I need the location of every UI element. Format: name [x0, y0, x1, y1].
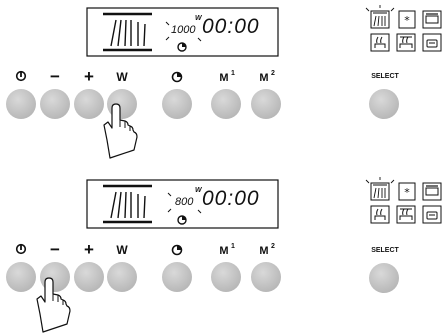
m1-label: M 1 — [219, 70, 235, 84]
svg-text:M: M — [259, 245, 268, 257]
plus-button[interactable] — [74, 89, 104, 119]
w-label: W — [116, 70, 128, 84]
select-label: SELECT — [371, 247, 399, 254]
defrost-icon[interactable]: * — [398, 182, 416, 201]
power-readout: 800 — [175, 196, 194, 208]
select-button[interactable] — [369, 89, 399, 119]
svg-text:M: M — [259, 72, 268, 84]
time-readout: 00:00 — [202, 15, 260, 38]
power-button[interactable] — [6, 89, 36, 119]
watt-unit: W — [195, 187, 203, 194]
svg-text:M: M — [219, 72, 228, 84]
clock-indicator-icon — [177, 42, 187, 52]
grill-icon[interactable] — [422, 10, 442, 29]
grill-icon[interactable] — [422, 182, 442, 201]
power-readout: 1000 — [171, 24, 196, 36]
lcd-display: 1000 W 00:00 — [86, 7, 279, 57]
plus-button[interactable] — [74, 262, 104, 292]
plus-label: + — [84, 240, 94, 259]
microwave-icon[interactable] — [365, 5, 395, 29]
power-icon — [15, 70, 27, 82]
m2-button[interactable] — [251, 262, 281, 292]
m1-button[interactable] — [211, 89, 241, 119]
svg-text:1: 1 — [231, 243, 235, 250]
power-icon — [15, 243, 27, 255]
svg-text:M: M — [219, 245, 228, 257]
blink-marks — [167, 192, 202, 214]
timer-button[interactable] — [162, 89, 192, 119]
clock-indicator-icon — [177, 215, 187, 225]
microwave-waves-icon — [103, 184, 152, 224]
microwave-icon[interactable] — [365, 177, 395, 201]
m1-button[interactable] — [211, 262, 241, 292]
minus-button[interactable] — [40, 89, 70, 119]
time-readout: 00:00 — [202, 187, 260, 210]
svg-text:*: * — [404, 186, 410, 199]
power-button[interactable] — [6, 262, 36, 292]
lcd-frame — [86, 7, 279, 57]
m2-label: M 2 — [259, 243, 275, 257]
timer-button[interactable] — [162, 262, 192, 292]
function-icon-grid: * — [365, 177, 442, 224]
svg-text:1: 1 — [231, 70, 235, 77]
select-button[interactable] — [369, 263, 399, 293]
select-label: SELECT — [371, 73, 399, 80]
w-label: W — [116, 243, 128, 257]
microwave-waves-icon — [103, 12, 152, 52]
clock-icon — [171, 71, 183, 83]
svg-text:2: 2 — [271, 243, 275, 250]
svg-text:*: * — [404, 14, 410, 27]
m2-label: M 2 — [259, 70, 275, 84]
combi-microwave-grill-icon[interactable] — [370, 205, 390, 224]
function-icon-grid: * — [365, 5, 442, 52]
clock-icon — [171, 244, 183, 256]
steam-icon[interactable] — [422, 33, 442, 52]
combi-microwave-grill-icon[interactable] — [370, 33, 390, 52]
m1-label: M 1 — [219, 243, 235, 257]
defrost-icon[interactable]: * — [398, 10, 416, 29]
m2-button[interactable] — [251, 89, 281, 119]
lcd-display: 800 W 00:00 — [86, 179, 279, 229]
combi-grill-icon[interactable] — [396, 205, 416, 224]
minus-label: − — [50, 67, 60, 86]
combi-grill-icon[interactable] — [396, 33, 416, 52]
pointing-hand-icon — [103, 103, 138, 159]
plus-label: + — [84, 67, 94, 86]
steam-icon[interactable] — [422, 205, 442, 224]
blink-marks — [165, 21, 202, 42]
minus-label: − — [50, 240, 60, 259]
panel-2: 800 W 00:00 — [6, 177, 442, 333]
pointing-hand-icon — [36, 277, 71, 333]
w-button[interactable] — [107, 262, 137, 292]
panel-1: 1000 W 00:00 — [6, 5, 442, 159]
svg-text:2: 2 — [271, 70, 275, 77]
watt-unit: W — [195, 15, 203, 22]
